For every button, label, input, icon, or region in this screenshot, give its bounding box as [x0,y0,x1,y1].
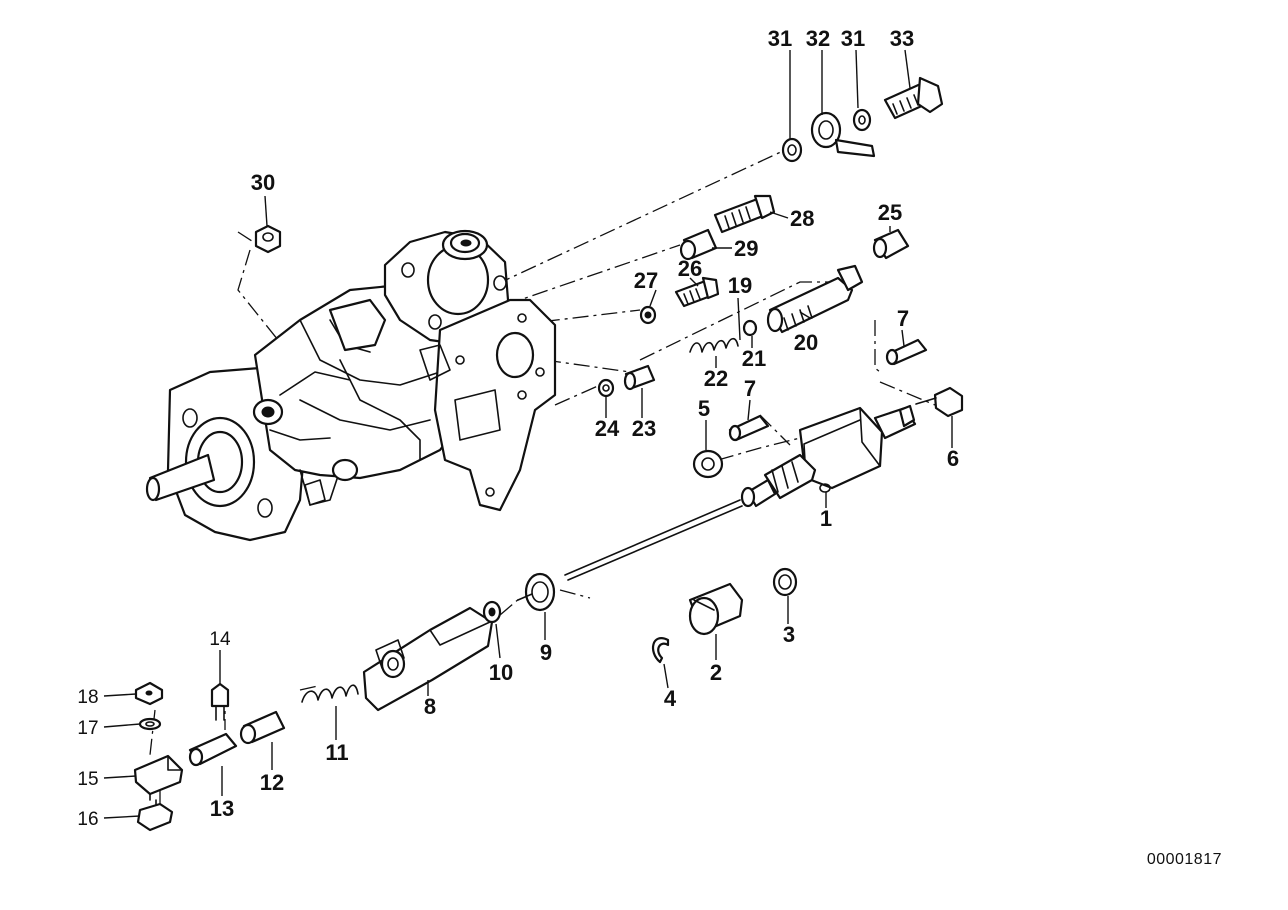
callout-17: 17 [77,718,98,739]
leader-lines [103,49,953,819]
callout-28: 28 [790,206,814,231]
callout-15: 15 [77,769,98,790]
parts-28-29 [679,194,776,261]
drawing-number: 00001817 [1147,851,1222,868]
callout-33: 33 [890,26,914,51]
callout-25: 25 [878,200,902,225]
parts-26-27 [639,276,720,325]
callout-18: 18 [77,687,98,708]
part-30-nut [254,224,282,254]
callout-27: 27 [634,268,658,293]
callout-16: 16 [77,809,98,830]
callout-numbers: 31 32 31 33 30 28 29 25 27 26 19 7 20 21… [77,26,959,830]
parts-11-12-13 [188,684,359,767]
callout-3: 3 [783,622,795,647]
callout-20: 20 [794,330,818,355]
parts-14-18 [133,681,230,832]
callout-2: 2 [710,660,722,685]
parts-5-6-7 [692,338,964,479]
callout-29: 29 [734,236,758,261]
callout-10: 10 [489,660,513,685]
callout-6: 6 [947,446,959,471]
callout-7a: 7 [897,306,909,331]
callout-22: 22 [704,366,728,391]
callout-7b: 7 [744,376,756,401]
parts-2-3-4 [651,567,798,664]
injection-pump-body [145,229,557,542]
part-1-stop-solenoid [564,404,917,581]
callout-14: 14 [209,629,231,650]
callout-19: 19 [728,273,752,298]
callout-31b: 31 [841,26,865,51]
callout-12: 12 [260,770,284,795]
parts-19-25 [597,228,910,398]
callout-26: 26 [678,256,702,281]
parts-8-9-10 [362,572,556,712]
callout-8: 8 [424,694,436,719]
callout-32: 32 [806,26,830,51]
callout-5: 5 [698,396,710,421]
callout-9: 9 [540,640,552,665]
callout-11: 11 [325,740,348,765]
callout-13: 13 [210,796,234,821]
callout-4: 4 [664,686,677,711]
callout-30: 30 [251,170,275,195]
callout-23: 23 [632,416,656,441]
callout-31a: 31 [768,26,792,51]
callout-24: 24 [595,416,620,441]
callout-21: 21 [742,346,766,371]
callout-1: 1 [820,506,832,531]
banjo-fitting-group [781,76,944,163]
